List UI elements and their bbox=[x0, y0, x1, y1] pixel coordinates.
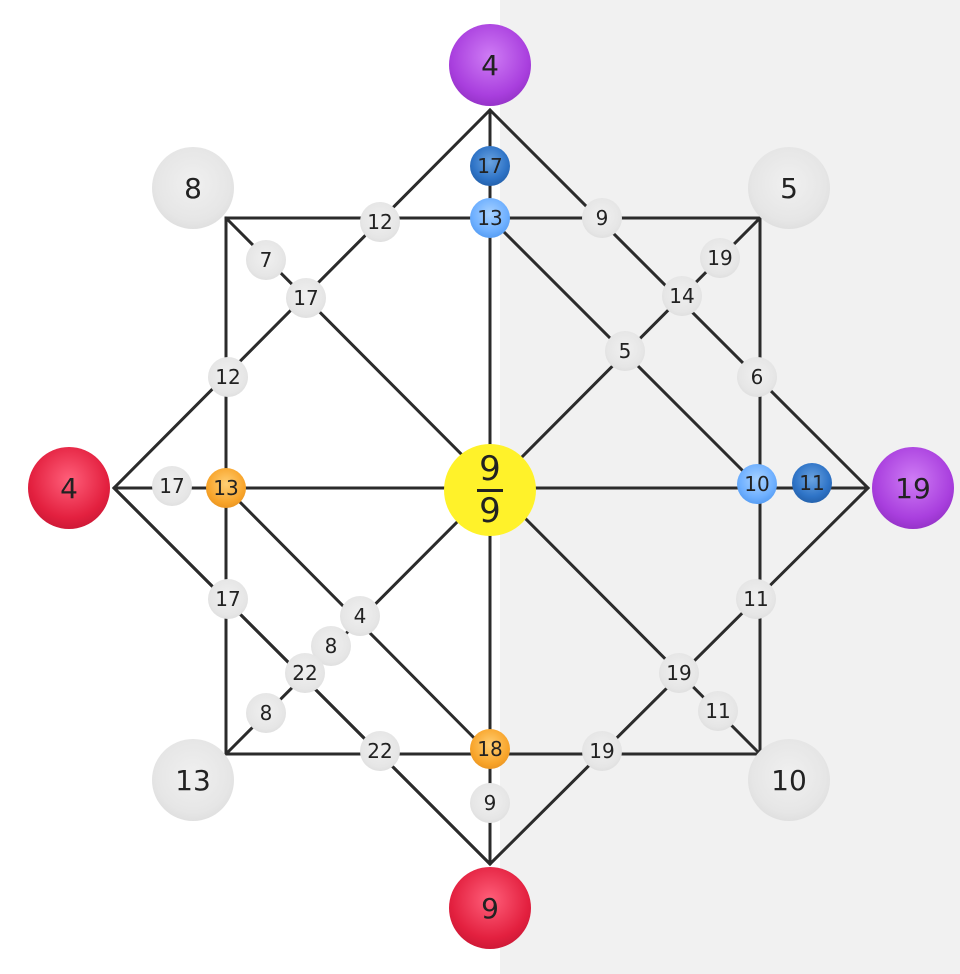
node-cell[interactable]: 10 bbox=[737, 464, 777, 504]
node-cell[interactable]: 19 bbox=[582, 731, 622, 771]
node-cell[interactable]: 18 bbox=[470, 729, 510, 769]
node-cell[interactable]: 11 bbox=[792, 463, 832, 503]
node-cell[interactable]: 11 bbox=[698, 691, 738, 731]
corner-cell-bottom-left[interactable]: 13 bbox=[152, 739, 234, 821]
endpoint-cell-left[interactable]: 4 bbox=[28, 447, 110, 529]
corner-cell-bottom-right[interactable]: 10 bbox=[748, 739, 830, 821]
node-cell[interactable]: 9 bbox=[470, 783, 510, 823]
node-cell[interactable]: 5 bbox=[605, 331, 645, 371]
fraction-bar bbox=[477, 489, 503, 492]
node-cell[interactable]: 19 bbox=[700, 238, 740, 278]
node-cell[interactable]: 22 bbox=[285, 653, 325, 693]
node-cell[interactable]: 13 bbox=[470, 198, 510, 238]
node-cell[interactable]: 17 bbox=[286, 278, 326, 318]
node-cell[interactable]: 7 bbox=[246, 240, 286, 280]
center-fraction-cell[interactable]: 9 9 bbox=[444, 444, 536, 536]
node-cell[interactable]: 4 bbox=[340, 596, 380, 636]
node-cell[interactable]: 6 bbox=[737, 357, 777, 397]
node-cell[interactable]: 22 bbox=[360, 731, 400, 771]
endpoint-cell-right[interactable]: 19 bbox=[872, 447, 954, 529]
center-numerator: 9 bbox=[479, 449, 501, 489]
corner-cell-top-right[interactable]: 5 bbox=[748, 147, 830, 229]
endpoint-cell-top[interactable]: 4 bbox=[449, 24, 531, 106]
corner-cell-top-left[interactable]: 8 bbox=[152, 147, 234, 229]
center-denominator: 9 bbox=[479, 491, 501, 531]
node-cell[interactable]: 12 bbox=[360, 202, 400, 242]
node-cell[interactable]: 11 bbox=[736, 579, 776, 619]
node-cell[interactable]: 13 bbox=[206, 468, 246, 508]
node-cell[interactable]: 9 bbox=[582, 198, 622, 238]
node-cell[interactable]: 17 bbox=[470, 146, 510, 186]
node-cell[interactable]: 12 bbox=[208, 357, 248, 397]
endpoint-cell-bottom[interactable]: 9 bbox=[449, 867, 531, 949]
node-cell[interactable]: 19 bbox=[659, 653, 699, 693]
node-cell[interactable]: 14 bbox=[662, 276, 702, 316]
node-cell[interactable]: 17 bbox=[208, 579, 248, 619]
node-cell[interactable]: 17 bbox=[152, 466, 192, 506]
node-cell[interactable]: 8 bbox=[246, 693, 286, 733]
